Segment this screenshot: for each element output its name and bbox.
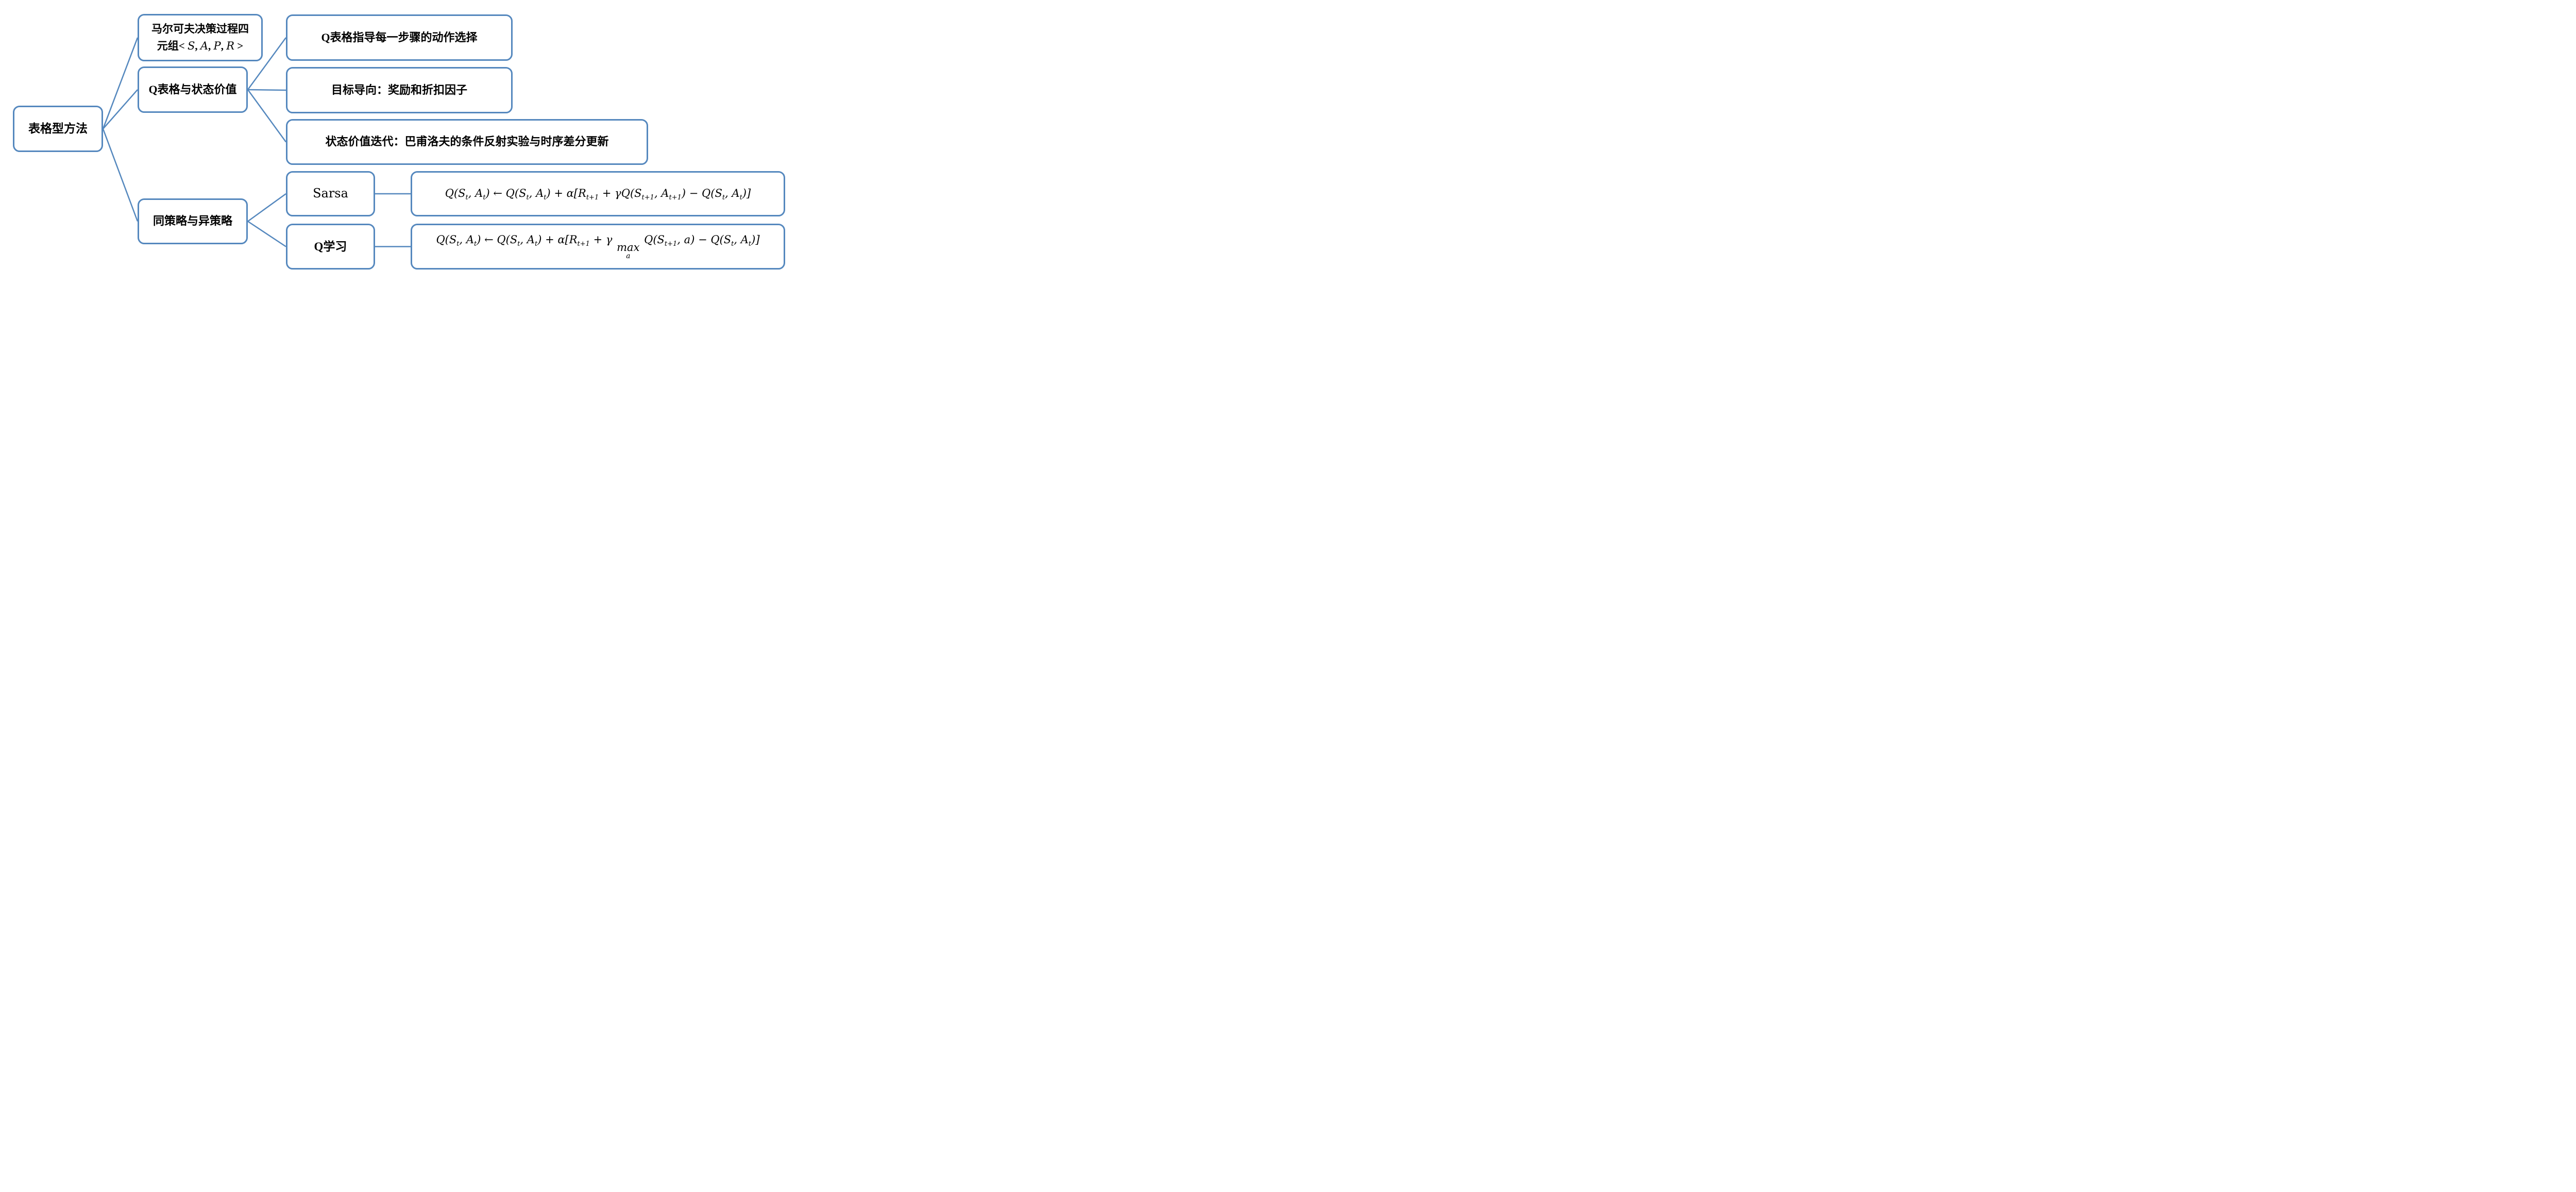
node-q-learning-label: Q学习 [314, 240, 347, 253]
node-on-policy-off-policy-label: 同策略与异策略 [152, 214, 232, 228]
node-value-iteration-label: 状态价值迭代：巴甫洛夫的条件反射实验与时序差分更新 [325, 135, 609, 148]
node-q-table-guides-actions-label: Q表格指导每一步骤的动作选择 [321, 30, 478, 44]
connector-root-qtable [103, 89, 138, 129]
node-q-table-guides-actions: Q表格指导每一步骤的动作选择 [286, 14, 513, 61]
node-on-policy-off-policy: 同策略与异策略 [138, 198, 248, 244]
connector-policy-sarsa [247, 193, 286, 222]
connector-policy-qlearning [247, 221, 286, 247]
node-goal-oriented-label: 目标导向：奖励和折扣因子 [331, 83, 467, 96]
mindmap-diagram: 表格型方法 马尔可夫决策过程四 元组< S, A, P, R > Q表格与状态价… [0, 0, 805, 298]
node-goal-oriented: 目标导向：奖励和折扣因子 [286, 67, 513, 113]
node-root: 表格型方法 [13, 106, 103, 152]
node-mdp-line1: 马尔可夫决策过程四 [151, 23, 249, 36]
node-sarsa-label: Sarsa [313, 186, 348, 201]
connector-lines [102, 37, 411, 247]
node-value-iteration: 状态价值迭代：巴甫洛夫的条件反射实验与时序差分更新 [286, 119, 648, 165]
node-sarsa: Sarsa [286, 171, 375, 216]
node-root-label: 表格型方法 [28, 122, 88, 136]
connector-qtable-valueiter [247, 89, 287, 143]
node-q-table-state-value-label: Q表格与状态价值 [148, 82, 237, 96]
node-sarsa-formula: Q(St, At) ← Q(St, At) + α[Rt+1 + γQ(St+1… [411, 171, 785, 216]
node-q-table-state-value: Q表格与状态价值 [138, 66, 248, 113]
connector-qtable-qguide [247, 37, 287, 90]
connector-root-mdp [102, 37, 139, 129]
node-mdp-tuple: 马尔可夫决策过程四 元组< S, A, P, R > [138, 14, 263, 61]
node-q-learning: Q学习 [286, 224, 375, 270]
sarsa-formula-text: Q(St, At) ← Q(St, At) + α[Rt+1 + γQ(St+1… [445, 187, 751, 202]
connector-root-policy [102, 128, 139, 222]
node-mdp-line2: 元组< S, A, P, R > [157, 40, 244, 52]
